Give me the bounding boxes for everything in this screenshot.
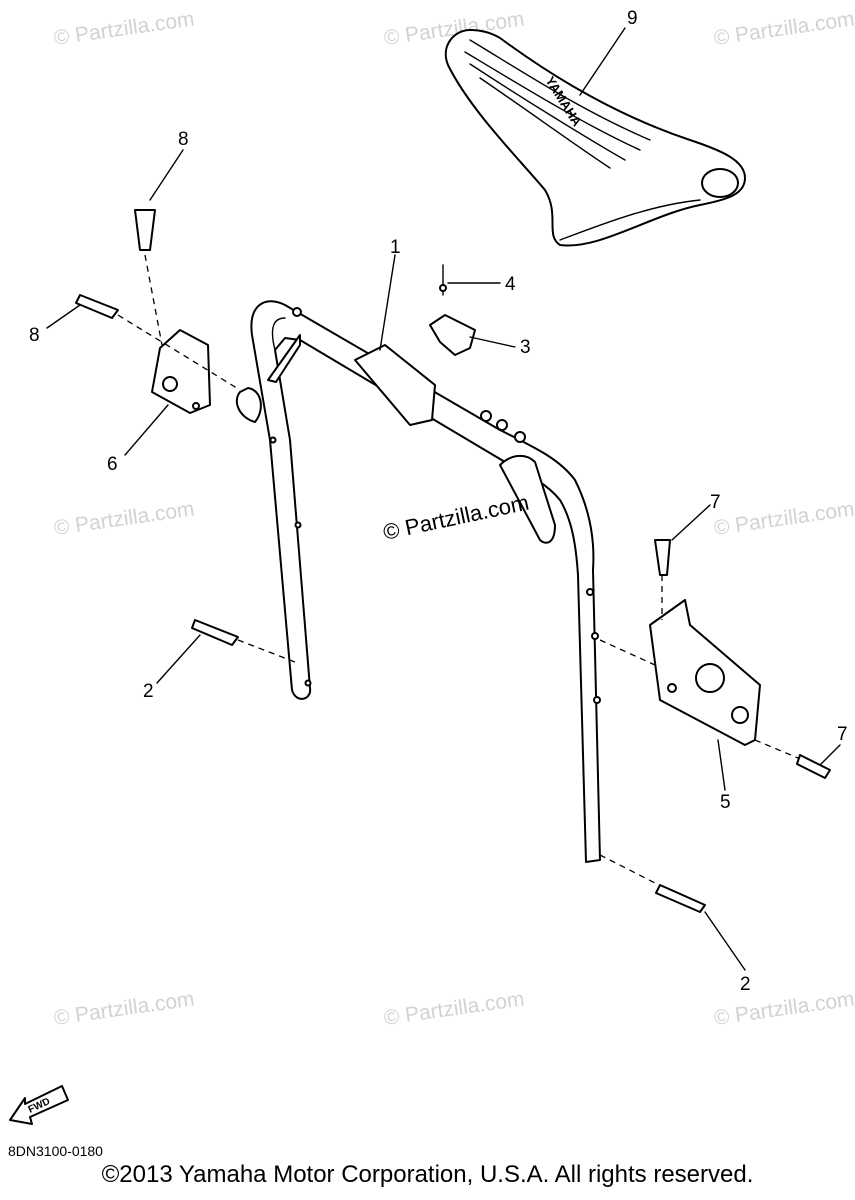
callout-8-top: 8 xyxy=(178,129,189,150)
watermark: © Partzilla.com xyxy=(712,7,855,49)
callout-numbers: 1 2 2 3 4 5 6 7 7 8 8 9 xyxy=(29,8,848,995)
bracket-6 xyxy=(151,329,262,423)
bolt-2-right xyxy=(655,884,706,913)
bracket-plate-5 xyxy=(649,599,761,746)
bolt-7-right xyxy=(796,754,831,779)
watermark: © Partzilla.com xyxy=(382,987,525,1029)
callout-8-left: 8 xyxy=(29,325,40,346)
callout-3: 3 xyxy=(520,337,531,358)
copyright-notice: ©2013 Yamaha Motor Corporation, U.S.A. A… xyxy=(101,1161,754,1188)
callout-2-right: 2 xyxy=(740,974,751,995)
bolt-8-top xyxy=(134,209,156,251)
callout-9: 9 xyxy=(627,8,638,29)
callout-1: 1 xyxy=(390,237,401,258)
watermark: © Partzilla.com xyxy=(52,987,195,1029)
callout-6: 6 xyxy=(107,454,118,475)
fwd-arrow-icon xyxy=(9,1085,69,1125)
seat-pad: YAMAHA xyxy=(444,29,746,247)
callout-5: 5 xyxy=(720,792,731,813)
bolt-2-left xyxy=(191,619,239,646)
callout-4: 4 xyxy=(505,274,516,295)
diagram-code: 8DN3100-0180 xyxy=(8,1143,103,1159)
watermark: © Partzilla.com xyxy=(712,497,855,539)
bolts xyxy=(75,209,831,913)
bolt-7-top xyxy=(654,539,671,576)
assembly-lines xyxy=(117,254,799,884)
callout-7-right: 7 xyxy=(837,724,848,745)
callout-2-left: 2 xyxy=(143,681,154,702)
leader-lines xyxy=(46,27,841,971)
watermark: © Partzilla.com xyxy=(52,7,195,49)
handle-pole xyxy=(250,300,601,863)
center-watermark: © Partzilla.com xyxy=(381,490,531,545)
bolt-8-left xyxy=(75,294,119,319)
watermark: © Partzilla.com xyxy=(52,497,195,539)
callout-7-top: 7 xyxy=(710,492,721,513)
watermark: © Partzilla.com xyxy=(712,987,855,1029)
clip-and-rivet xyxy=(429,264,476,356)
fwd-arrow: FWD xyxy=(9,1085,69,1125)
